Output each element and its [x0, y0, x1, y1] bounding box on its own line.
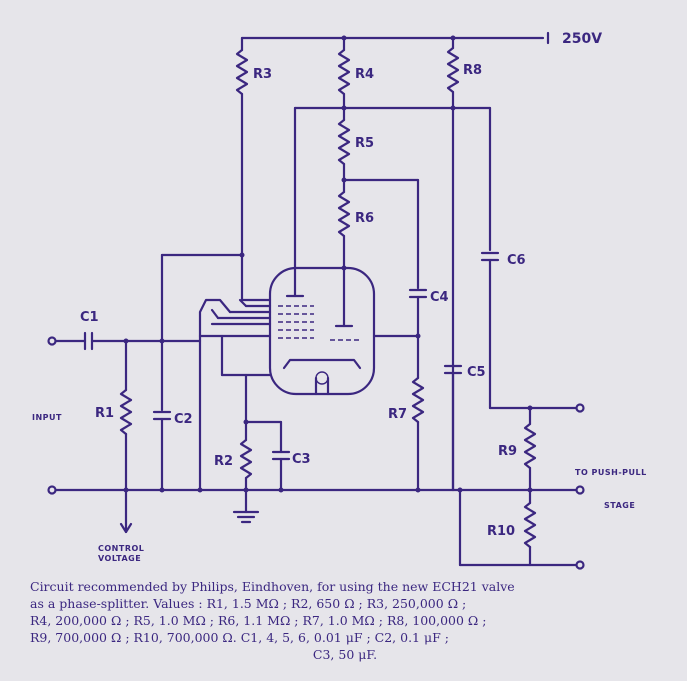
r6-label: R6 [355, 211, 374, 226]
input-network: C1 INPUT [32, 310, 202, 422]
resistor-r5: R5 [337, 118, 374, 194]
control-label-line2: VOLTAGE [98, 554, 141, 563]
figure-caption: Circuit recommended by Philips, Eindhove… [30, 578, 660, 663]
resistor-r6: R6 [337, 190, 374, 271]
output-network: R9 R10 TO PUSH-PULL STAGE [451, 371, 647, 570]
c4-label: C4 [430, 290, 449, 305]
r1-label: R1 [95, 406, 114, 421]
cathode-network: R2 C3 [214, 373, 311, 524]
anode-wiring [293, 106, 492, 492]
r8-label: R8 [463, 63, 482, 78]
ground-bus [47, 485, 585, 495]
caption-line-3: R4, 200,000 Ω ; R5, 1.0 MΩ ; R6, 1.1 MΩ … [30, 613, 487, 628]
input-label: INPUT [32, 413, 62, 422]
caption-line-5: C3, 50 μF. [312, 647, 378, 662]
capacitor-c2: C2 [152, 410, 193, 492]
capacitor-c6: C6 [480, 251, 526, 410]
r10-label: R10 [487, 524, 515, 539]
output-label-line2: STAGE [604, 501, 635, 510]
control-label-line1: CONTROL [98, 544, 144, 553]
supply-rail: 250V [240, 31, 602, 47]
r4-label: R4 [355, 67, 374, 82]
capacitor-c5: C5 [443, 364, 486, 380]
c5-label: C5 [467, 365, 486, 380]
c6-label: C6 [507, 253, 526, 268]
resistor-r1: R1 [95, 339, 133, 492]
c1-label: C1 [80, 310, 99, 325]
caption-line-4: R9, 700,000 Ω ; R10, 700,000 Ω. C1, 4, 5… [30, 630, 449, 645]
output-label-line1: TO PUSH-PULL [575, 468, 647, 477]
r5-label: R5 [355, 136, 374, 151]
supply-voltage-label: 250V [562, 31, 602, 47]
c2-label: C2 [174, 412, 193, 427]
resistor-r8: R8 [446, 36, 482, 111]
resistor-r7: R7 [388, 376, 425, 492]
r7-label: R7 [388, 407, 407, 422]
circuit-schematic: 250V R3 R4 R5 R6 R8 [32, 31, 647, 570]
c3-label: C3 [292, 452, 311, 467]
r2-label: R2 [214, 454, 233, 469]
caption-line-1: Circuit recommended by Philips, Eindhove… [30, 579, 515, 594]
r3-label: R3 [253, 67, 272, 82]
r9-label: R9 [498, 444, 517, 459]
valve-ech21 [268, 266, 420, 396]
resistor-r3: R3 [235, 36, 272, 302]
caption-line-2: as a phase-splitter. Values : R1, 1.5 MΩ… [30, 596, 467, 611]
control-voltage-lead: CONTROL VOLTAGE [98, 488, 144, 563]
capacitor-c4: C4 [408, 288, 449, 380]
